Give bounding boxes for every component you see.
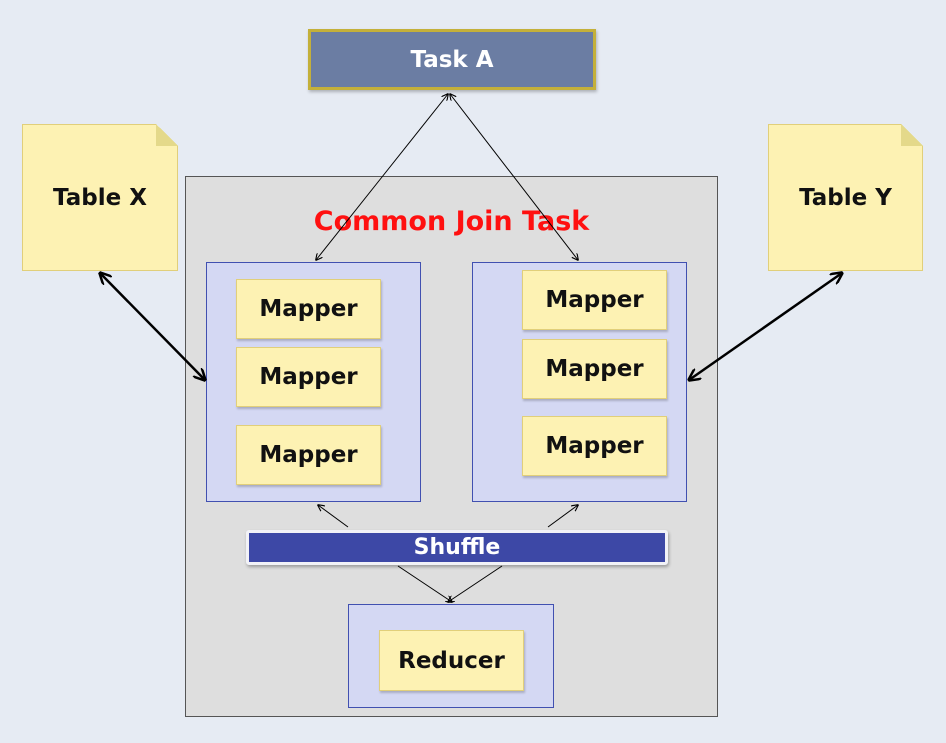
table-y-node[interactable]: Table Y	[768, 124, 923, 271]
right-mapper-3[interactable]: Mapper	[522, 416, 667, 476]
common-join-task-title: Common Join Task	[313, 206, 590, 237]
page-fold-icon	[156, 124, 178, 146]
reducer-node[interactable]: Reducer	[379, 630, 524, 691]
shuffle-label: Shuffle	[413, 535, 501, 560]
right-mapper-2[interactable]: Mapper	[522, 339, 667, 399]
page-fold-icon	[901, 124, 923, 146]
task-a-label: Task A	[410, 46, 494, 73]
left-mapper-3[interactable]: Mapper	[236, 425, 381, 485]
task-a-node[interactable]: Task A	[308, 29, 596, 90]
table-x-label: Table X	[53, 184, 147, 211]
table-x-node[interactable]: Table X	[22, 124, 178, 271]
table-y-label: Table Y	[799, 184, 892, 211]
left-mapper-2[interactable]: Mapper	[236, 347, 381, 407]
shuffle-bar[interactable]: Shuffle	[246, 530, 668, 565]
left-mapper-1[interactable]: Mapper	[236, 279, 381, 339]
right-mapper-1[interactable]: Mapper	[522, 270, 667, 330]
